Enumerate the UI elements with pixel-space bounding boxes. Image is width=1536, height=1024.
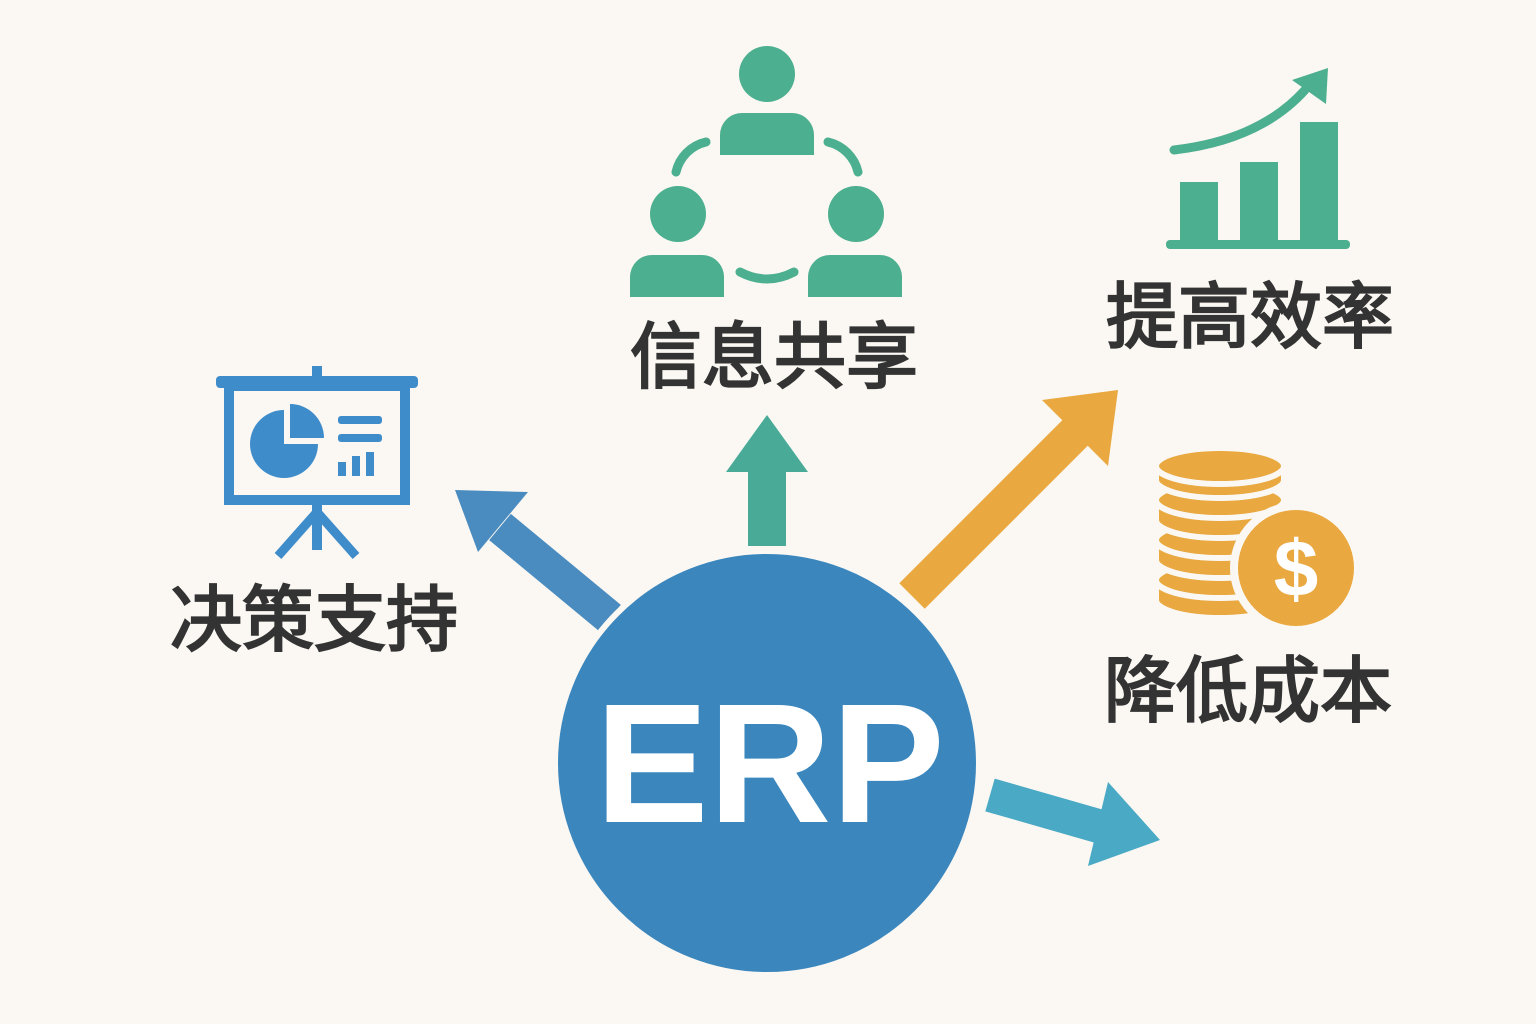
growth-chart-icon bbox=[1166, 68, 1350, 249]
arrow-to-info-sharing bbox=[726, 415, 808, 546]
dollar-sign: $ bbox=[1274, 524, 1319, 613]
label-improve-efficiency: 提高效率 bbox=[1106, 275, 1394, 359]
label-reduce-cost: 降低成本 bbox=[1104, 649, 1392, 733]
people-network-icon bbox=[630, 46, 902, 297]
presentation-board-icon bbox=[216, 366, 418, 559]
erp-label: ERP bbox=[595, 669, 945, 859]
arrow-to-cost-reduction bbox=[985, 778, 1160, 866]
label-decision-support: 决策支持 bbox=[170, 578, 458, 662]
arrow-to-efficiency bbox=[899, 390, 1118, 609]
coins-dollar-icon: $ bbox=[1153, 445, 1362, 634]
label-information-sharing: 信息共享 bbox=[630, 315, 918, 399]
arrow-to-decision-support bbox=[455, 490, 621, 632]
erp-circle bbox=[552, 548, 982, 978]
